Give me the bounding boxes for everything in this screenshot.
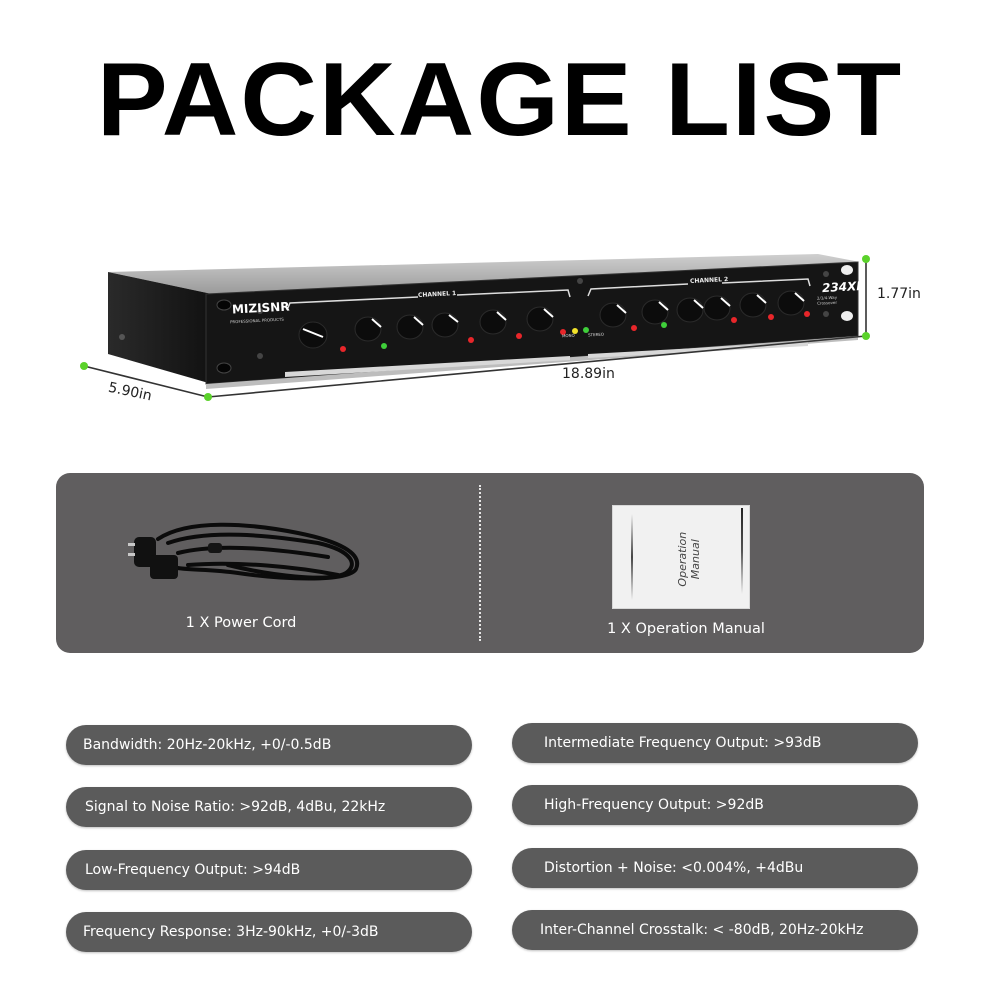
spec-intermediate-frequency-output: Intermediate Frequency Output: >93dB <box>512 723 918 763</box>
model-label: 234XL <box>821 278 865 296</box>
spec-distortion-noise: Distortion + Noise: <0.004%, +4dBu <box>512 848 918 888</box>
mono-label: MONO <box>561 332 575 339</box>
power-cord-icon <box>128 522 360 581</box>
spec-bandwidth: Bandwidth: 20Hz-20kHz, +0/-0.5dB <box>66 725 472 765</box>
spec-frequency-response: Frequency Response: 3Hz-90kHz, +0/-3dB <box>66 912 472 952</box>
spec-signal-to-noise: Signal to Noise Ratio: >92dB, 4dBu, 22kH… <box>66 787 472 827</box>
crossover-device-illustration: MIZISNR PROFESSIONAL PRODUCTS CHANNEL 1 … <box>0 240 1000 420</box>
crossover-unit-image <box>80 254 870 401</box>
brand-logo: MIZISNR <box>231 299 290 317</box>
spec-inter-channel-crosstalk: Inter-Channel Crosstalk: < -80dB, 20Hz-2… <box>512 910 918 950</box>
panel-divider <box>479 485 481 641</box>
manual-cover-line-2: Manual <box>689 539 702 580</box>
power-cord-label: 1 X Power Cord <box>185 615 297 631</box>
height-dimension: 1.77in <box>877 286 921 302</box>
manual-cover-line-1: Operation <box>675 531 689 587</box>
width-dimension: 18.89in <box>562 366 615 382</box>
stereo-label: STEREO <box>587 331 605 338</box>
operation-manual-label: 1 X Operation Manual <box>607 621 765 637</box>
spec-low-frequency-output: Low-Frequency Output: >94dB <box>66 850 472 890</box>
model-subtitle: 2/3/4-Way Crossover <box>816 294 838 306</box>
spec-high-frequency-output: High-Frequency Output: >92dB <box>512 785 918 825</box>
page-title: PACKAGE LIST <box>96 42 904 158</box>
